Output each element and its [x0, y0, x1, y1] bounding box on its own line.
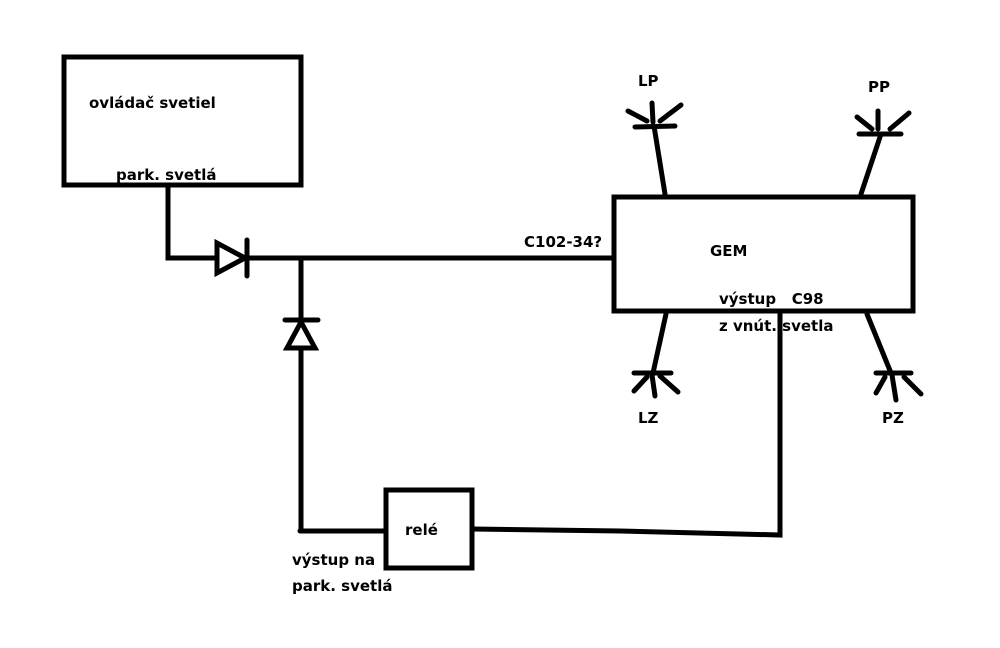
lamp-front-left-label: LP: [638, 72, 659, 90]
gem-output-label-line1: výstup C98: [719, 290, 824, 308]
lamp-front-right-label: PP: [868, 78, 890, 96]
relay-output-label-line1: výstup na: [292, 551, 375, 569]
gem-output-label-line2: z vnút. svetla: [719, 317, 834, 335]
lamp-rear-left-label: LZ: [638, 409, 659, 427]
relay-block: relé: [383, 487, 475, 571]
lamp-rear-right-label: PZ: [882, 409, 904, 427]
gem-input-label: C102-34?: [524, 233, 602, 251]
gem-title: GEM: [710, 242, 748, 260]
lamp-rear-right-icon: [864, 311, 924, 403]
gem-block: GEM výstup C98: [611, 194, 916, 314]
gem-box: [611, 194, 916, 314]
wire-controller-to-diode: [165, 184, 220, 261]
lamp-front-left-icon: [625, 100, 684, 197]
light-controller-output-label: park. svetlá: [116, 166, 216, 184]
wire-relay-to-gem-output: [469, 309, 783, 538]
relay-output-label-line2: park. svetlá: [292, 577, 392, 595]
relay-title: relé: [405, 521, 438, 539]
diode-feedback-icon: [282, 316, 321, 351]
lamp-rear-left-icon: [631, 311, 681, 399]
light-controller-title: ovládač svetiel: [89, 94, 216, 112]
lamp-front-right-icon: [854, 108, 912, 197]
light-controller-block: ovládač svetiel park. svetlá: [61, 54, 304, 188]
light-controller-box: [61, 54, 304, 188]
